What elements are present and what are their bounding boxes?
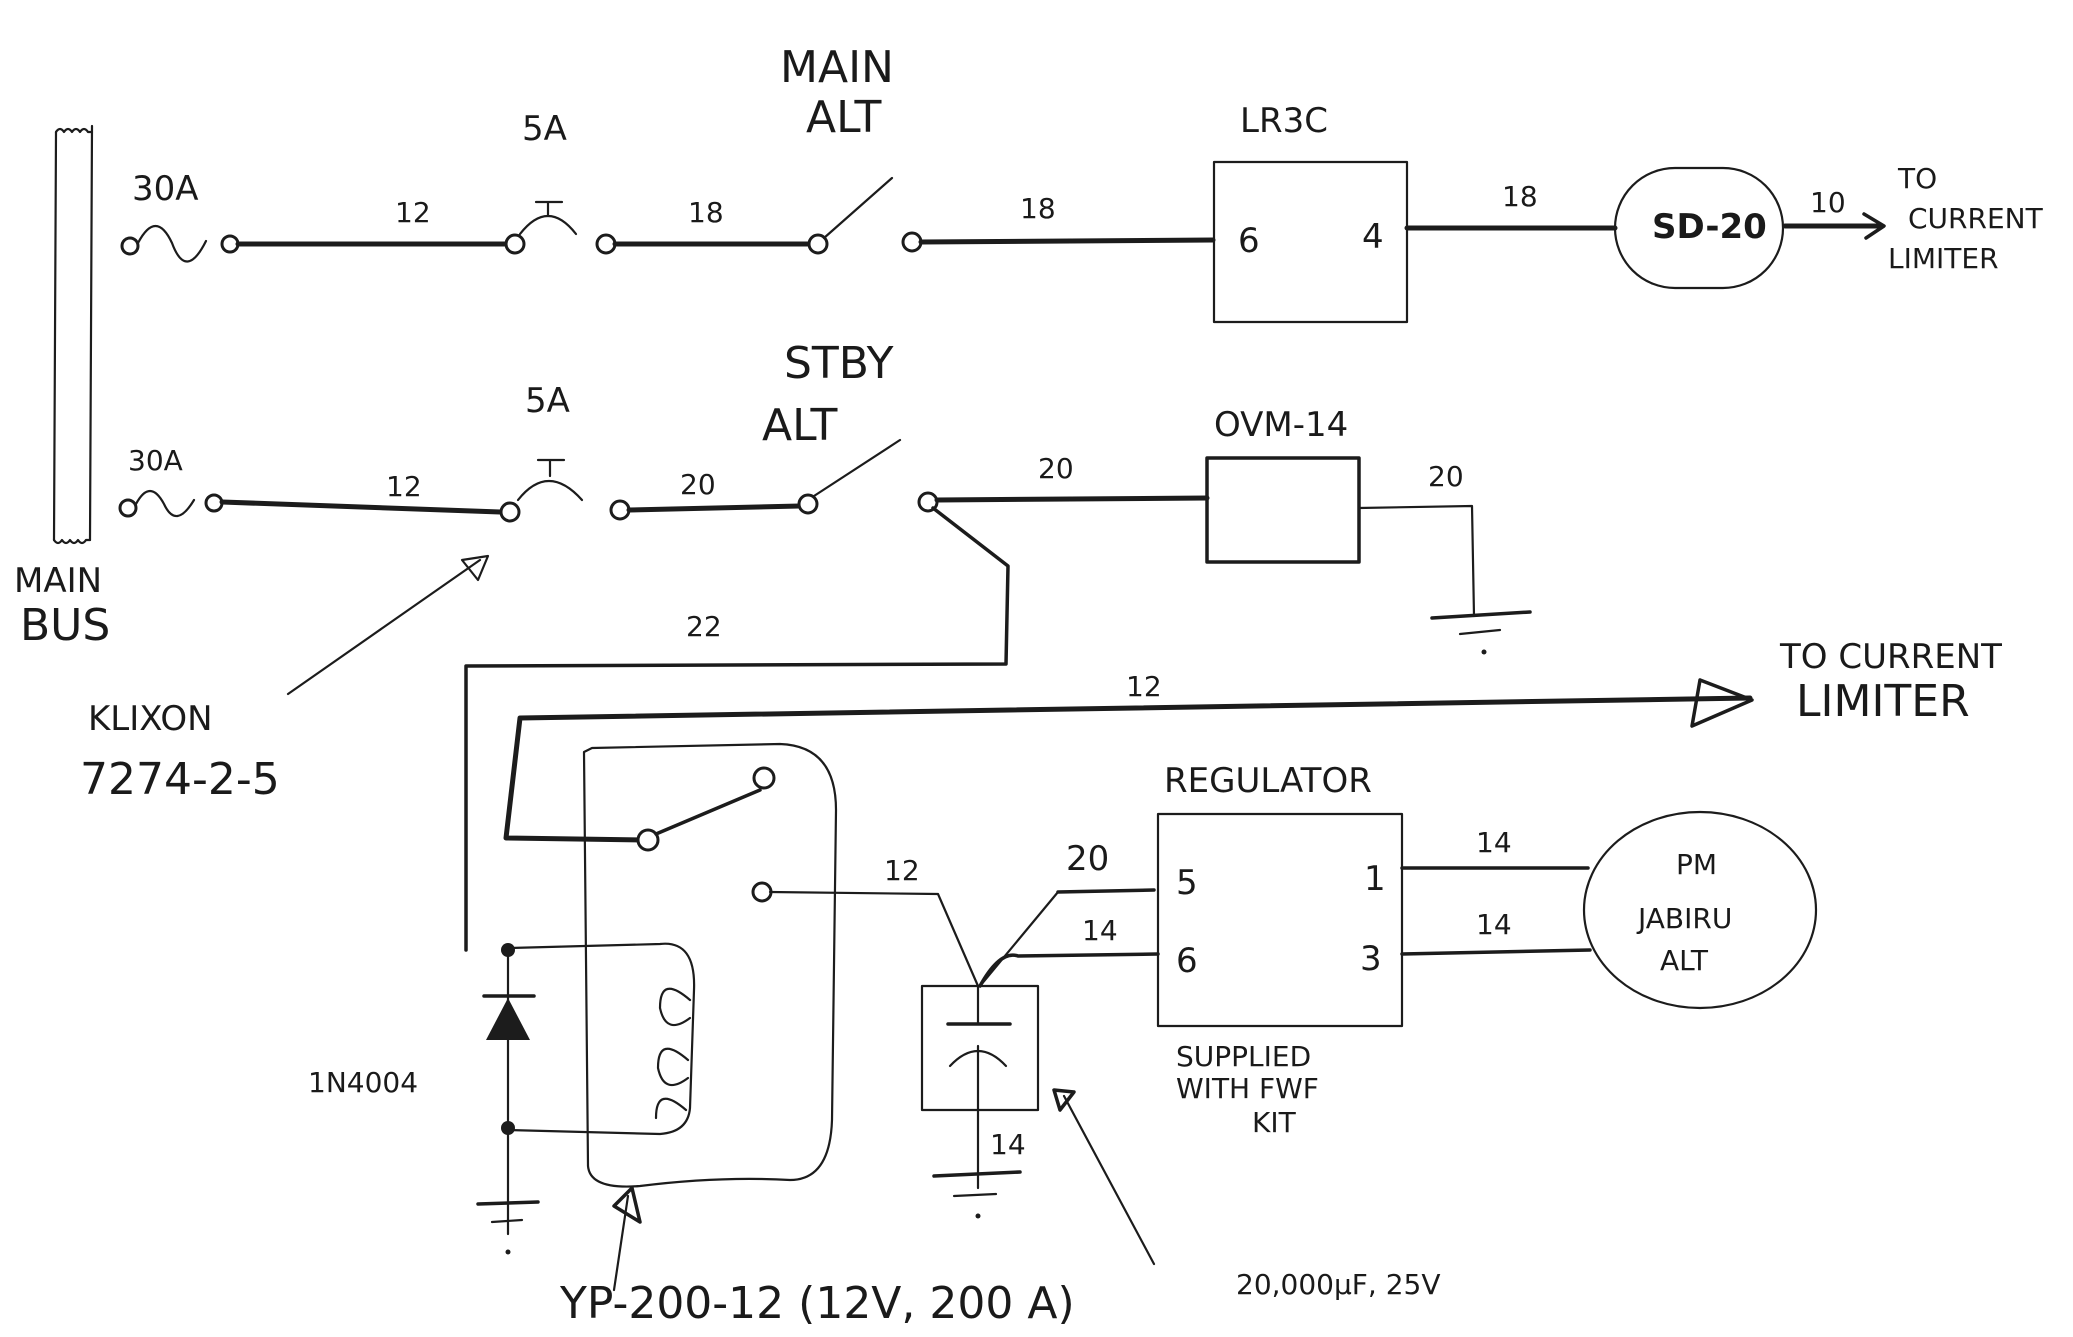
destination-2-line2: LIMITER [1796, 676, 1970, 727]
wire-ovm-ground [1357, 504, 1476, 618]
diode-1n4004 [482, 943, 536, 1236]
capacitor-pointer-line [1062, 1094, 1156, 1266]
regulator-pin3: 3 [1360, 939, 1382, 979]
lr3c-pin-in: 6 [1238, 221, 1260, 261]
pm-jabiru-alternator [1582, 810, 1818, 1010]
relay-part-label: YP-200-12 (12V, 200 A) [559, 1278, 1075, 1329]
sd20-unit [1613, 166, 1785, 290]
regulator-pin6: 6 [1176, 941, 1198, 981]
wire-cap-ground-gauge: 14 [990, 1128, 1026, 1161]
wire-relay-to-cap-gauge: 12 [884, 854, 920, 887]
wire-main-breaker-switch-gauge: 18 [688, 196, 724, 229]
wire-regulator-pin5-segment [1056, 888, 1156, 894]
destination-1-line1: TO [1897, 162, 1937, 195]
stby-branch-fuse [118, 489, 224, 518]
relay-pointer-arrowhead [612, 1186, 642, 1224]
main-bus [52, 124, 94, 545]
relay-body [582, 742, 838, 1188]
regulator-note-line1: SUPPLIED [1176, 1040, 1311, 1073]
wire-stby-breaker-switch [626, 503, 803, 513]
wire-ovm-ground-gauge: 20 [1428, 460, 1464, 493]
wire-stby-fuse-breaker [219, 499, 503, 515]
stby-alt-switch-label-line2: ALT [762, 400, 838, 451]
wire-regulator-pin5-gauge: 20 [1066, 839, 1109, 879]
wire-regulator-pin5 [978, 888, 1156, 988]
klixon-pointer-arrowhead [460, 554, 490, 582]
stby-alt-switch-label-line1: STBY [784, 338, 894, 389]
regulator-pin5: 5 [1176, 863, 1198, 903]
wire-sd20-out-gauge: 10 [1810, 186, 1846, 219]
klixon-note-line2: 7274-2-5 [80, 754, 280, 805]
alternator-line2: JABIRU [1636, 902, 1732, 935]
regulator-note-line2: WITH FWF [1176, 1072, 1319, 1105]
regulator-pin1: 1 [1364, 859, 1386, 899]
destination-1-line3: LIMITER [1888, 242, 1999, 275]
sd20-name: SD-20 [1652, 207, 1767, 247]
capacitor-pointer-arrowhead [1052, 1088, 1076, 1112]
destination-2-line1: TO CURRENT [1779, 637, 2002, 677]
wire-stby-fuse-breaker-gauge: 12 [386, 470, 422, 503]
main-breaker [504, 200, 617, 255]
destination-1-line2: CURRENT [1908, 202, 2044, 235]
ground-icon-diode [476, 1200, 540, 1255]
arrow-to-current-limiter-2 [1690, 678, 1754, 728]
main-breaker-rating: 5A [522, 109, 567, 149]
ground-icon-cap [932, 1170, 1022, 1219]
klixon-note-line1: KLIXON [88, 699, 213, 739]
wire-stby-to-relay [464, 506, 1010, 952]
bus-label-line2: BUS [20, 600, 110, 651]
wire-lr3c-sd20-gauge: 18 [1502, 180, 1538, 213]
wire-regulator-pin3-gauge: 14 [1476, 908, 1512, 941]
wire-main-switch-lr3c [918, 237, 1216, 245]
alternator-line3: ALT [1660, 944, 1709, 977]
capacitor-rating-label: 20,000µF, 25V [1236, 1268, 1440, 1301]
ovm-14-box [1205, 456, 1361, 564]
wire-regulator-pin6 [978, 952, 1160, 988]
lr3c-pin-out: 4 [1362, 217, 1384, 257]
wire-main-switch-lr3c-gauge: 18 [1020, 192, 1056, 225]
main-alt-switch[interactable] [807, 176, 923, 255]
regulator-box [1156, 812, 1404, 1028]
klixon-pointer-line [286, 558, 482, 696]
main-alt-switch-label-line1: MAIN [780, 42, 894, 93]
stby-fuse-rating: 30A [128, 444, 183, 477]
stby-breaker [499, 458, 631, 523]
main-branch-fuse [120, 224, 240, 263]
lr3c-box [1212, 160, 1409, 324]
wire-regulator-pin6-gauge: 14 [1082, 914, 1118, 947]
stby-breaker-rating: 5A [525, 381, 570, 421]
wire-regulator-pin3 [1400, 948, 1592, 956]
regulator-name: REGULATOR [1164, 761, 1372, 801]
main-alt-switch-label-line2: ALT [806, 92, 882, 143]
bus-label-line1: MAIN [14, 561, 102, 601]
main-fuse-rating: 30A [132, 169, 199, 209]
wire-contactor-out-gauge: 12 [1126, 670, 1162, 703]
stby-alt-switch[interactable] [797, 438, 939, 515]
ground-icon-ovm [1430, 610, 1532, 655]
relay-coil [506, 942, 696, 1136]
regulator-note-line3: KIT [1252, 1106, 1297, 1139]
wire-relay-to-cap [768, 890, 980, 988]
arrow-to-current-limiter-1 [1862, 212, 1886, 240]
diode-part-label: 1N4004 [308, 1066, 418, 1099]
relay-contacts [636, 766, 776, 903]
wire-main-fuse-breaker-gauge: 12 [395, 196, 431, 229]
wire-stby-to-relay-gauge: 22 [686, 610, 722, 643]
wire-contactor-out [503, 695, 1753, 843]
wire-stby-switch-ovm-gauge: 20 [1038, 452, 1074, 485]
wire-stby-switch-ovm [934, 495, 1210, 503]
lr3c-name: LR3C [1240, 101, 1328, 141]
wire-stby-breaker-switch-gauge: 20 [680, 468, 716, 501]
alternator-line1: PM [1676, 848, 1717, 881]
wire-regulator-pin1-gauge: 14 [1476, 826, 1512, 859]
ovm-14-name: OVM-14 [1214, 405, 1348, 445]
